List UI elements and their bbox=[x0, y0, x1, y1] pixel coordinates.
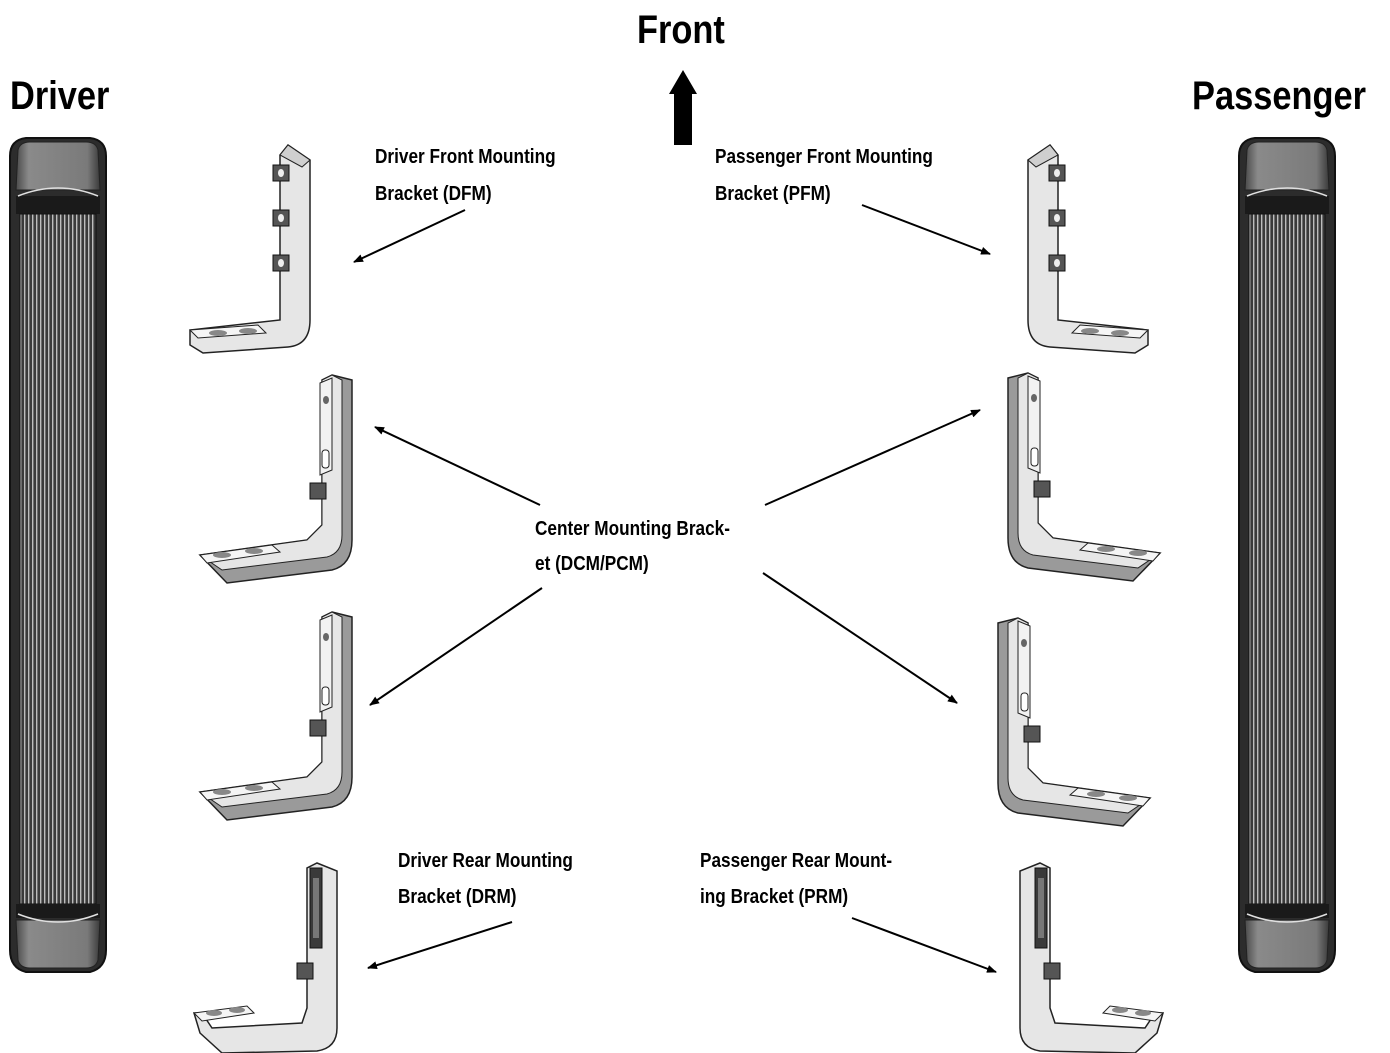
front-heading: Front bbox=[637, 8, 725, 52]
driver-heading: Driver bbox=[10, 74, 110, 118]
drm-bracket bbox=[193, 862, 338, 1053]
passenger-heading: Passenger bbox=[1192, 74, 1367, 118]
front-arrow-icon bbox=[669, 70, 697, 145]
drm-label-line1: Driver Rear Mounting bbox=[398, 850, 573, 872]
dfm-label-line2: Bracket (DFM) bbox=[375, 183, 492, 205]
driver-running-board bbox=[9, 137, 107, 973]
center-leader-arrow-lower-right bbox=[762, 572, 958, 704]
dcm-bracket-lower bbox=[199, 611, 353, 821]
dfm-bracket bbox=[189, 144, 311, 354]
dfm-label-line1: Driver Front Mounting bbox=[375, 146, 556, 168]
center-leader-arrow-upper-left bbox=[374, 426, 541, 506]
pcm-bracket-upper bbox=[1007, 372, 1161, 582]
prm-bracket bbox=[1019, 862, 1164, 1053]
prm-leader-arrow bbox=[851, 917, 997, 973]
center-leader-arrow-lower-left bbox=[369, 587, 543, 706]
prm-label-line1: Passenger Rear Mount- bbox=[700, 850, 893, 872]
dcm-bracket-upper bbox=[199, 374, 353, 584]
drm-label-line2: Bracket (DRM) bbox=[398, 886, 517, 908]
pcm-bracket-lower bbox=[997, 617, 1151, 827]
passenger-running-board bbox=[1238, 137, 1336, 973]
dfm-leader-arrow bbox=[353, 209, 466, 263]
center-leader-arrow-upper-right bbox=[764, 409, 981, 506]
drm-leader-arrow bbox=[367, 921, 513, 970]
prm-label-line2: ing Bracket (PRM) bbox=[700, 886, 849, 908]
center-label-line2: et (DCM/PCM) bbox=[535, 553, 649, 575]
pfm-leader-arrow bbox=[861, 204, 991, 255]
pfm-label-line1: Passenger Front Mounting bbox=[715, 146, 933, 168]
pfm-bracket bbox=[1027, 144, 1149, 354]
center-label-line1: Center Mounting Brack- bbox=[535, 518, 730, 540]
pfm-label-line2: Bracket (PFM) bbox=[715, 183, 831, 205]
